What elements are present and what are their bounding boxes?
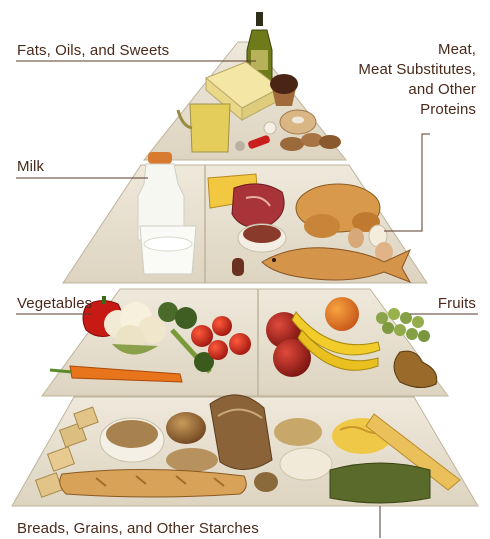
beans-bowl-icon — [238, 224, 286, 252]
milk-glass-icon — [140, 226, 196, 274]
donut-icon — [280, 110, 316, 134]
orange-icon — [325, 297, 359, 331]
potato-icon — [254, 472, 278, 492]
oatmeal-bowl-icon — [100, 418, 164, 462]
meat-label-line-4: Proteins — [326, 100, 476, 120]
milk-label: Milk — [17, 157, 44, 177]
fats-oils-sweets-label: Fats, Oils, and Sweets — [17, 41, 169, 61]
pear-icon — [394, 351, 437, 387]
sausage-icon — [232, 258, 244, 276]
baguette-icon — [60, 469, 247, 497]
meat-leader — [384, 134, 430, 231]
meat-label-line-2: Meat Substitutes, — [326, 60, 476, 80]
meat-label-line-1: Meat, — [326, 40, 476, 60]
roast-chicken-icon — [296, 184, 380, 238]
meat-label-line-3: and Other — [326, 80, 476, 100]
breads-grains-label: Breads, Grains, and Other Starches — [17, 519, 259, 539]
fruits-label: Fruits — [438, 294, 476, 314]
vegetables-label: Vegetables — [17, 294, 92, 314]
meat-label: Meat, Meat Substitutes, and Other Protei… — [326, 40, 476, 120]
grain-loaf-icon — [166, 448, 218, 472]
bread-roll-icon — [166, 412, 206, 444]
